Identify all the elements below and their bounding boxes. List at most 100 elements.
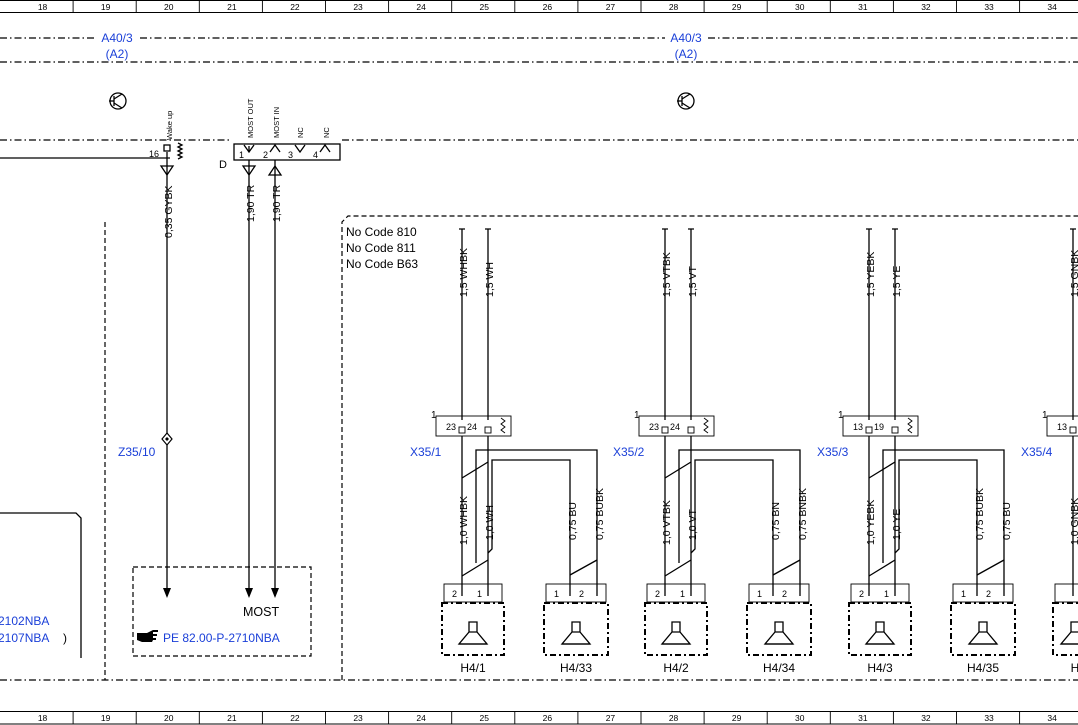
speaker-pin: 2 <box>579 589 584 599</box>
pin-socket <box>687 426 695 434</box>
module-name: A40/3 <box>101 31 133 45</box>
most-pin: 1 <box>239 150 244 160</box>
grid-number: 23 <box>353 713 363 723</box>
pin-socket <box>458 426 466 434</box>
speaker-housing <box>644 602 708 656</box>
grid-number: 21 <box>227 2 237 12</box>
splice-label: Z35/10 <box>118 445 156 459</box>
speaker-label: H4/3 <box>867 661 893 675</box>
connector-label: X35/2 <box>613 445 645 459</box>
wire-label: 1,5 GNBK <box>1069 250 1078 297</box>
grid-number: 33 <box>984 2 994 12</box>
most-box-label: MOST <box>243 605 279 619</box>
wire-label: 0,75 BN <box>770 502 782 540</box>
amplifier-area: No Code 810 No Code 811 No Code B63 <box>341 215 1078 680</box>
grid-number: 27 <box>606 2 616 12</box>
connector-pin: 13 <box>1057 422 1067 432</box>
reference-link[interactable]: 2107NBA <box>0 631 49 645</box>
grid-number: 32 <box>921 713 931 723</box>
wire-label: 1,0 WHBK <box>458 496 470 545</box>
wire-label: 0,35 GYBK <box>163 185 175 238</box>
speaker-icon <box>660 621 692 645</box>
most-pin-label: MOST IN <box>272 107 281 138</box>
speaker-icon <box>560 621 592 645</box>
wire-label: 1,90 TR <box>245 184 257 222</box>
speaker-icon <box>1059 621 1078 645</box>
connector-pin: 23 <box>446 422 456 432</box>
most-pin-label: NC <box>296 127 305 138</box>
grid-number: 28 <box>669 2 679 12</box>
twist-line <box>772 559 801 576</box>
wire-label: 1,5 YE <box>891 266 903 297</box>
pin-socket <box>484 426 492 434</box>
speaker-pin: 1 <box>554 589 559 599</box>
wire-end-cap <box>459 228 465 233</box>
speaker-housing <box>543 602 609 656</box>
grid-number: 30 <box>795 713 805 723</box>
reference-link[interactable]: 2102NBA <box>0 614 49 628</box>
connector-label: X35/3 <box>817 445 849 459</box>
grid-number: 18 <box>38 2 48 12</box>
speaker-housing <box>441 602 505 656</box>
speaker-housing <box>950 602 1016 656</box>
module-boundary <box>0 37 1078 681</box>
connector-block <box>842 415 919 437</box>
wake-up-label: Wake up <box>165 111 174 140</box>
speaker-icon <box>864 621 896 645</box>
grid-number: 20 <box>164 2 174 12</box>
transistor-icon <box>109 92 127 110</box>
wire-label: 1,5 WH <box>484 262 496 297</box>
twist-line <box>664 461 692 479</box>
speaker-pin: 1 <box>884 589 889 599</box>
connector-pin: 24 <box>670 422 680 432</box>
tweeter-feed <box>882 449 1005 596</box>
wire-label: 1,90 TR <box>271 184 283 222</box>
grid-number: 33 <box>984 713 994 723</box>
tweeter-feed <box>690 459 774 596</box>
connector-block <box>435 415 512 437</box>
pin-socket <box>891 426 899 434</box>
wire-end-cap <box>688 228 694 233</box>
wire-label: 1,5 WHBK <box>458 248 470 297</box>
grid-number: 31 <box>858 2 868 12</box>
wire-label: 1,0 VTBK <box>661 500 673 545</box>
twist-line <box>868 461 896 479</box>
connector-pin: 24 <box>467 422 477 432</box>
wire-label: 0,75 BU <box>567 502 579 540</box>
connector-pin-one: 1 <box>431 410 437 421</box>
connector-label: X35/1 <box>410 445 442 459</box>
shield-symbol <box>703 417 709 434</box>
module-sub: (A2) <box>106 47 129 61</box>
cross-reference-link[interactable]: PE 82.00-P-2710NBA <box>163 631 280 645</box>
grid-number: 20 <box>164 713 174 723</box>
code-condition: No Code 810 <box>346 225 417 239</box>
connector-letter: D <box>219 159 227 171</box>
wire-end-cap <box>485 228 491 233</box>
grid-number: 22 <box>290 713 300 723</box>
twist-line <box>461 559 489 577</box>
twist-line <box>461 461 489 479</box>
grid-number: 30 <box>795 2 805 12</box>
grid-number: 31 <box>858 713 868 723</box>
speaker-label: H4/35 <box>967 661 999 675</box>
module-name: A40/3 <box>670 31 702 45</box>
shield-symbol <box>907 417 913 434</box>
grid-number: 18 <box>38 713 48 723</box>
module-label-left: A40/3 (A2) <box>101 31 133 61</box>
grid-number: 34 <box>1047 2 1057 12</box>
wire-label: 0,75 BNBK <box>797 488 809 540</box>
module-sub: (A2) <box>675 47 698 61</box>
left-reference-box: 2102NBA 2107NBA ) <box>0 222 106 680</box>
shield-symbol <box>500 417 506 434</box>
grid-number: 19 <box>101 2 111 12</box>
transistor-icon <box>677 92 695 110</box>
